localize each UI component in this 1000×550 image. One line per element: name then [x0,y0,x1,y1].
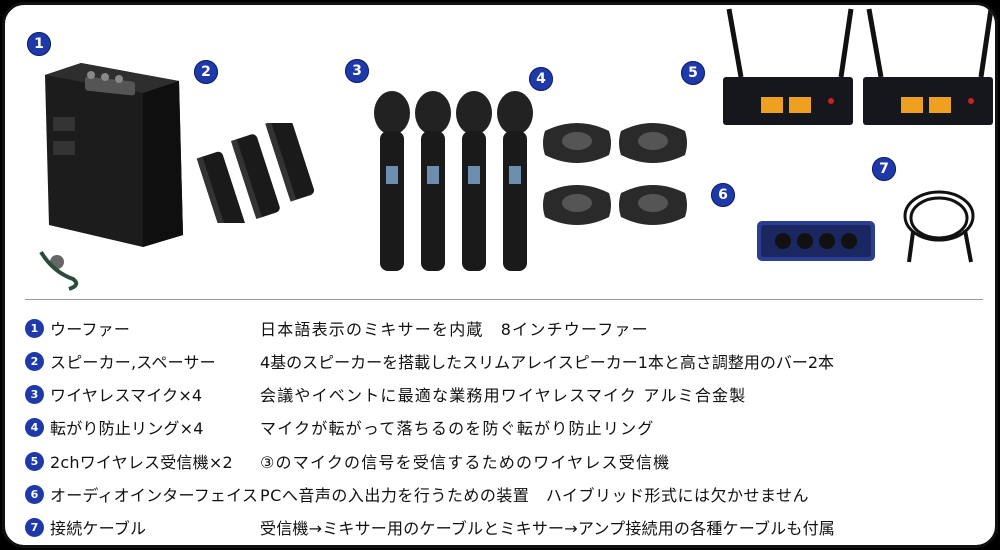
item-name: スピーカー,スペーサー [50,353,216,372]
list-item: 1 ウーファー 日本語表示のミキサーを内蔵 8インチウーファー [25,315,649,341]
badge-7: 7 [872,157,896,181]
list-item: 5 2chワイヤレス受信機×2 ③のマイクの信号を受信するためのワイヤレス受信機 [25,448,670,474]
row-number: 5 [25,451,44,471]
list-item: 6 オーディオインターフェイス PCへ音声の入出力を行うための装置 ハイブリッド… [25,481,809,507]
item-description: 会議やイベントに最適な業務用ワイヤレスマイク アルミ合金製 [260,386,747,405]
row-number: 2 [25,351,44,371]
badge-3: 3 [345,59,369,83]
badge-5: 5 [681,61,705,85]
item-name: 接続ケーブル [50,519,147,538]
list-item: 7 接続ケーブル 受信機→ミキサー用のケーブルとミキサー→アンプ接続用の各種ケー… [25,514,835,540]
audio-interface-image [757,221,875,261]
row-number: 6 [25,484,44,504]
item-name: ワイヤレスマイク×4 [50,386,203,405]
item-description: 4基のスピーカーを搭載したスリムアレイスピーカー1本と高さ調整用のバー2本 [260,353,835,372]
badge-4: 4 [529,67,553,91]
item-description: 受信機→ミキサー用のケーブルとミキサー→アンプ接続用の各種ケーブルも付属 [260,519,835,538]
badge-1: 1 [27,32,51,56]
row-number: 4 [25,417,44,437]
wireless-receiver-image [723,8,994,125]
wireless-mic-image [374,91,533,271]
cable-image [903,190,975,263]
badge-6: 6 [711,183,735,207]
anti-roll-ring-image [543,123,687,225]
woofer-image [39,63,183,291]
speaker-spacer-image [196,123,315,223]
separator [25,299,983,300]
badge-2: 2 [194,60,218,84]
item-description: 日本語表示のミキサーを内蔵 8インチウーファー [260,320,649,339]
item-name: 2chワイヤレス受信機×2 [50,453,233,472]
item-name: ウーファー [50,320,131,339]
row-number: 1 [25,318,44,338]
list-item: 3 ワイヤレスマイク×4 会議やイベントに最適な業務用ワイヤレスマイク アルミ合… [25,381,746,407]
item-description: PCへ音声の入出力を行うための装置 ハイブリッド形式には欠かせません [260,486,810,505]
item-description: ③のマイクの信号を受信するためのワイヤレス受信機 [260,453,671,472]
list-item: 2 スピーカー,スペーサー 4基のスピーカーを搭載したスリムアレイスピーカー1本… [25,348,834,374]
row-number: 7 [25,517,44,537]
row-number: 3 [25,384,44,404]
item-description: マイクが転がって落ちるのを防ぐ転がり防止リング [260,419,655,438]
item-name: オーディオインターフェイス [50,486,259,505]
list-item: 4 転がり防止リング×4 マイクが転がって落ちるのを防ぐ転がり防止リング [25,414,654,440]
item-name: 転がり防止リング×4 [50,419,204,438]
